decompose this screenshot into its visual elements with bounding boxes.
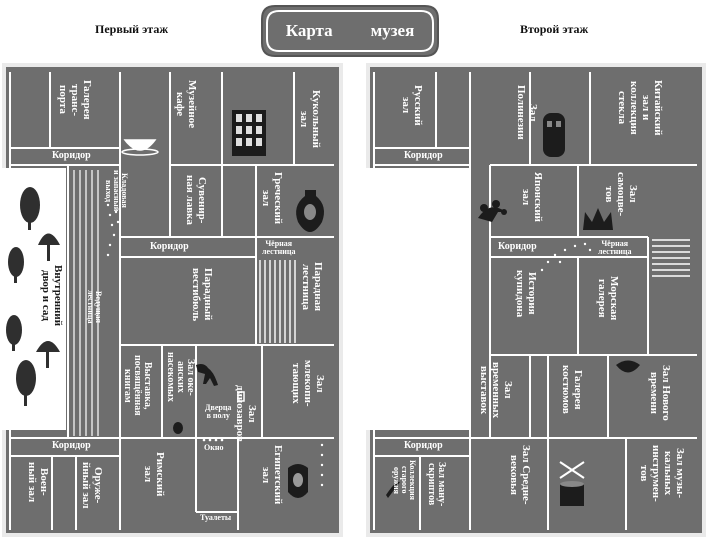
ramp-label: Ведущая лестница (86, 290, 103, 324)
room-military[interactable]: Воен- ный зал (26, 462, 50, 503)
drum-icon (560, 481, 584, 506)
black-stairs-f1: Чёрная лестница (262, 239, 296, 256)
floor1-title: Первый этаж (95, 22, 169, 36)
room-weapons[interactable]: Оруже- йный зал (80, 462, 104, 509)
room-greek[interactable]: Греческий зал (260, 172, 284, 225)
title-left: Карта (285, 21, 333, 40)
carnival-mask-icon (616, 360, 640, 373)
room-dolls[interactable]: Кукольный зал (298, 90, 322, 149)
room-books[interactable]: Выставка, посвящённая книгам (122, 355, 153, 416)
room-dinos[interactable]: Зал динозавров (234, 385, 258, 442)
main-stairs-f2 (652, 239, 690, 277)
room-new-times[interactable]: Зал Нового времени (648, 365, 672, 421)
floor-door-label: Дверца в полу (205, 403, 232, 420)
toilets-label: Туалеты (200, 513, 232, 522)
room-cupid[interactable]: История купидона (514, 270, 538, 318)
room-roman[interactable]: Римский зал (142, 452, 166, 497)
dinosaur-icon (196, 364, 218, 386)
corridor-f1-mid: Коридор (150, 241, 189, 252)
room-gems[interactable]: Зал самоцве- тов (603, 172, 639, 217)
room-temp[interactable]: Зал временных выставок (478, 362, 514, 419)
closet-label: Кладовая и запасный выход (104, 170, 129, 212)
floor2-title: Второй этаж (520, 22, 589, 36)
egyptian-mask-icon (288, 464, 308, 498)
amphora-icon (296, 190, 324, 232)
corridor-f2-top: Коридор (404, 150, 443, 161)
crossed-swords-icon (559, 461, 585, 479)
main-stairs-f1 (259, 260, 296, 343)
room-costume[interactable]: Галерея костюмов (560, 365, 584, 414)
room-weapons-old[interactable]: Коллекция старого оружия (392, 460, 417, 500)
room-polynesia[interactable]: Зал Полинезии (515, 85, 539, 140)
dotted-path-f1 (106, 203, 324, 487)
corridor-f2-bottom: Коридор (404, 440, 443, 451)
room-japanese[interactable]: Японский зал (520, 172, 544, 223)
corridor-f1-bottom: Коридор (52, 440, 91, 451)
tree-icon (6, 187, 60, 406)
room-vestibule[interactable]: Парадный вестибюль (190, 268, 214, 322)
corridor-f1-top: Коридор (52, 150, 91, 161)
room-transport[interactable]: Галерея транс- порта (57, 80, 93, 120)
room-souvenir[interactable]: Сувенир- ная лавка (184, 175, 208, 225)
room-cafe[interactable]: Музейное кафе (174, 80, 198, 129)
title-plaque (261, 5, 439, 57)
dotted-path-f2 (540, 242, 592, 272)
window-f1-label: Окно (204, 443, 224, 452)
room-yard[interactable]: Внутренний двор и сад (40, 265, 64, 327)
room-main-stairs[interactable]: Парадная лестница (300, 262, 324, 312)
balcony-label: Балкон (456, 285, 465, 312)
room-chinese[interactable]: Китайский зал и коллекция стекла (616, 80, 664, 136)
black-stairs-f2: Чёрная лестница (598, 239, 632, 256)
teacup-icon (121, 139, 159, 156)
room-russian[interactable]: Русский зал (400, 85, 424, 126)
bonsai-icon (478, 200, 507, 222)
quill-icon (386, 481, 400, 498)
floor2-plan (366, 63, 706, 537)
window-f1 (202, 438, 224, 442)
corridor-f2-mid: Коридор (498, 241, 537, 252)
room-music[interactable]: Зал музы- кальных инструмен- тов (638, 445, 686, 502)
title-right: музея (370, 21, 415, 40)
room-ocean[interactable]: Зал оке- анских насекомых (165, 352, 196, 402)
ramp-f1 (73, 170, 99, 436)
room-mammals[interactable]: Зал млекопи- тающих (290, 360, 326, 407)
map-title: Карта музея (262, 6, 438, 56)
room-medieval[interactable]: Зал Средне- вековья (508, 445, 532, 505)
crown-icon (583, 208, 613, 230)
dollhouse-icon (232, 110, 266, 156)
room-egypt[interactable]: Египетский зал (260, 445, 284, 505)
tiki-icon (543, 113, 565, 157)
beetle-icon (173, 422, 183, 434)
floor-door-icon (237, 391, 245, 402)
room-marine[interactable]: Морская галерея (596, 276, 620, 321)
room-manuscripts[interactable]: Зал ману- скриптов (426, 462, 447, 507)
